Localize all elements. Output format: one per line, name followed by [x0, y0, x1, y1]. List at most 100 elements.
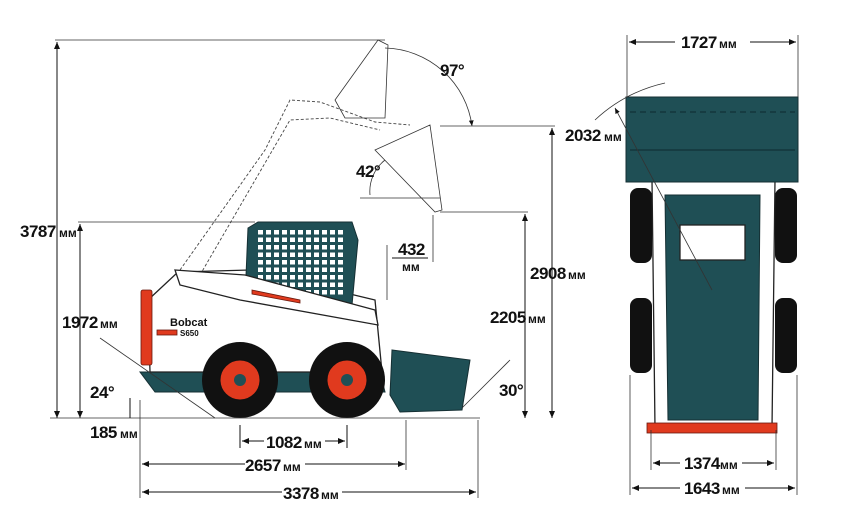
- brand-logo-text: Bobcat: [170, 317, 208, 329]
- grille-cell: [338, 275, 343, 280]
- grille-cell: [298, 230, 303, 235]
- svg-text:42°: 42°: [356, 162, 381, 181]
- bucket-front: [625, 96, 799, 183]
- rear-wheel: [202, 342, 278, 418]
- svg-text:мм: мм: [321, 488, 339, 502]
- grille-cell: [258, 252, 263, 257]
- svg-text:2205: 2205: [490, 308, 526, 327]
- grille-cell: [290, 275, 295, 280]
- svg-text:2657: 2657: [245, 456, 281, 475]
- grille-cell: [330, 275, 335, 280]
- svg-text:1643: 1643: [684, 479, 720, 498]
- dimension-label-rollback-angle-ground: 30°: [499, 381, 524, 400]
- grille-cell: [266, 267, 271, 272]
- svg-text:1727: 1727: [681, 33, 717, 52]
- grille-cell: [290, 260, 295, 265]
- svg-text:мм: мм: [568, 268, 586, 282]
- side-dimension-lines: [50, 39, 555, 498]
- grille-cell: [330, 252, 335, 257]
- grille-cell: [338, 252, 343, 257]
- svg-text:мм: мм: [59, 226, 77, 240]
- grille-cell: [290, 245, 295, 250]
- front-grille: [679, 224, 746, 261]
- grille-cell: [338, 260, 343, 265]
- grille-cell: [306, 245, 311, 250]
- grille-cell: [330, 230, 335, 235]
- grille-cell: [290, 282, 295, 287]
- grille-cell: [338, 230, 343, 235]
- svg-text:1374: 1374: [684, 454, 721, 473]
- svg-text:24°: 24°: [90, 383, 115, 402]
- grille-cell: [266, 252, 271, 257]
- grille-cell: [258, 260, 263, 265]
- arm-stripe: [251, 289, 301, 304]
- svg-text:3378: 3378: [283, 484, 319, 503]
- grille-cell: [322, 252, 327, 257]
- grille-cell: [330, 282, 335, 287]
- grille-cell: [266, 237, 271, 242]
- svg-text:30°: 30°: [499, 381, 524, 400]
- grille-cell: [274, 230, 279, 235]
- grille-cell: [306, 282, 311, 287]
- grille-cell: [306, 260, 311, 265]
- grille-cell: [258, 230, 263, 235]
- grille-cell: [282, 245, 287, 250]
- svg-text:мм: мм: [720, 458, 738, 472]
- grille-cell: [306, 230, 311, 235]
- dimension-label-dump-angle: 42°: [356, 162, 381, 181]
- grille-cell: [282, 267, 287, 272]
- bucket: [389, 349, 471, 413]
- grille-cell: [306, 237, 311, 242]
- grille-cell: [290, 267, 295, 272]
- grille-cell: [314, 290, 319, 295]
- grille-cell: [274, 275, 279, 280]
- svg-text:1082: 1082: [266, 433, 302, 452]
- grille-cell: [338, 290, 343, 295]
- grille-cell: [314, 267, 319, 272]
- svg-text:мм: мм: [402, 260, 420, 274]
- grille-cell: [274, 252, 279, 257]
- svg-text:2032: 2032: [565, 126, 601, 145]
- svg-text:97°: 97°: [440, 61, 465, 80]
- grille-cell: [330, 290, 335, 295]
- grille-cell: [274, 267, 279, 272]
- svg-text:1972: 1972: [62, 313, 98, 332]
- grille-cell: [314, 252, 319, 257]
- grille-cell: [290, 252, 295, 257]
- svg-text:мм: мм: [719, 37, 737, 51]
- grille-cell: [314, 260, 319, 265]
- grille-cell: [298, 275, 303, 280]
- front-counterweight-stripe: [646, 422, 778, 434]
- grille-cell: [298, 282, 303, 287]
- grille-cell: [266, 245, 271, 250]
- grille-cell: [306, 252, 311, 257]
- svg-text:мм: мм: [528, 312, 546, 326]
- front-right-tire: [775, 188, 797, 263]
- grille-cell: [282, 230, 287, 235]
- grille-cell: [314, 237, 319, 242]
- rear-right-tire: [775, 298, 797, 373]
- svg-text:2908: 2908: [530, 264, 566, 283]
- dumped-bucket-outline: [374, 124, 443, 213]
- svg-text:мм: мм: [604, 130, 622, 144]
- grille-cell: [306, 275, 311, 280]
- grille-cell: [330, 237, 335, 242]
- grille-cell: [258, 267, 263, 272]
- grille-cell: [338, 282, 343, 287]
- grille-cell: [322, 260, 327, 265]
- grille-cell: [258, 245, 263, 250]
- grille-cell: [322, 275, 327, 280]
- svg-text:мм: мм: [304, 437, 322, 451]
- grille-cell: [314, 245, 319, 250]
- grille-cell: [266, 230, 271, 235]
